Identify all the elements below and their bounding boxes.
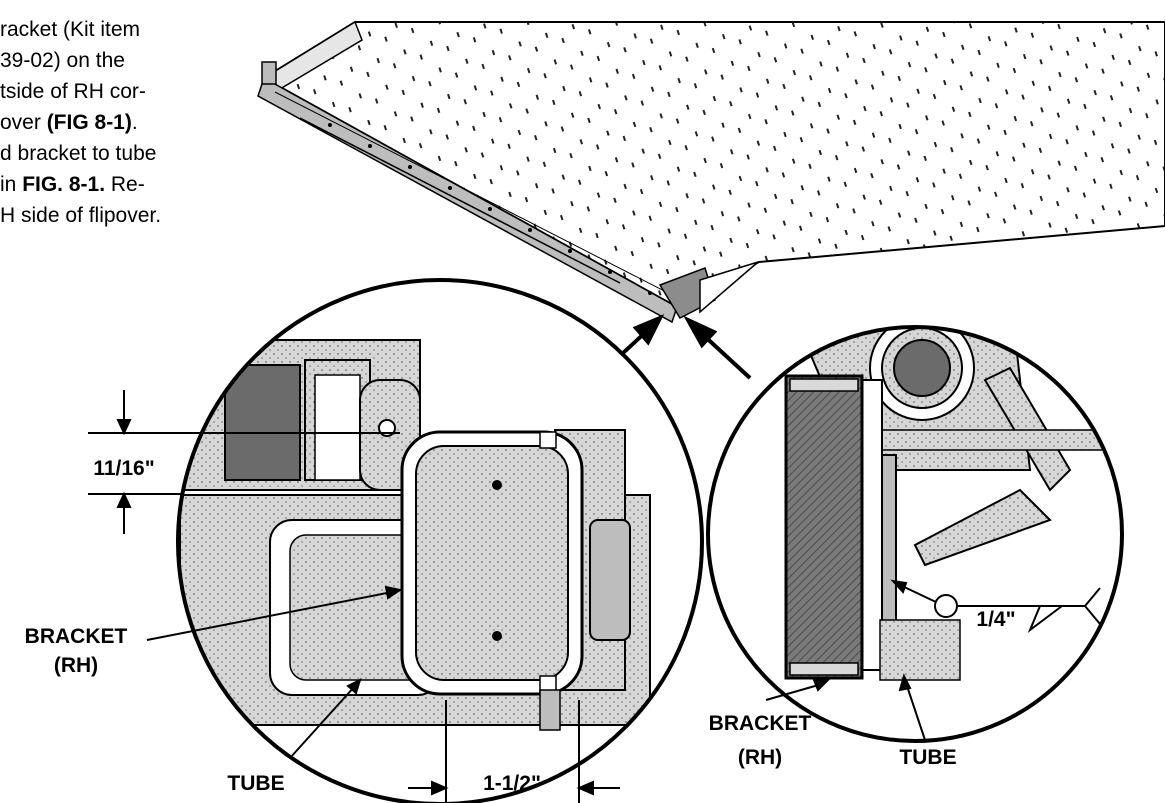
weld-symbol	[890, 579, 1101, 633]
bracket-label-right: BRACKET	[709, 712, 812, 735]
right-detail	[708, 327, 1122, 741]
dimension-label-11-16: 11/16"	[93, 457, 154, 480]
tube-label-left: TUBE	[227, 772, 284, 795]
instruction-line-1: racket (Kit item	[0, 18, 141, 41]
instruction-line-6-text: in	[0, 173, 23, 196]
instruction-line-4: over (FIG 8-1).	[0, 107, 250, 138]
fig-reference: (FIG 8-1)	[46, 111, 132, 134]
bracket-rh-label-right: (RH)	[738, 746, 782, 769]
bracket-rh-edge	[784, 374, 864, 680]
instruction-line-3: tside of RH cor-	[0, 80, 146, 103]
right-detail-circle	[706, 325, 1124, 743]
instruction-text: racket (Kit item 39-02) on the tside of …	[0, 14, 250, 231]
leader-lines-left	[146, 585, 403, 759]
instruction-line-7: H side of flipover.	[0, 204, 162, 227]
left-detail-circle	[176, 278, 704, 803]
instruction-line-4-text: over	[0, 111, 47, 134]
bracket-rh-plate	[400, 430, 584, 696]
instruction-line-4-end: .	[131, 111, 138, 134]
plate-edge-holes	[328, 123, 652, 295]
fig-reference-2: FIG. 8-1.	[22, 173, 106, 196]
dimension-label-1-1-2: 1-1/2"	[483, 772, 541, 795]
bracket-rh-label-left: (RH)	[54, 654, 98, 677]
dimension-1-1-2	[408, 700, 620, 803]
instruction-line-6: in FIG. 8-1. Re-	[0, 169, 250, 200]
flipover-plate	[257, 20, 1165, 324]
weld-size-label: 1/4"	[976, 608, 1015, 631]
instruction-line-5: d bracket to tube	[0, 142, 157, 165]
tube-label-right: TUBE	[899, 746, 956, 769]
bracket-label-left: BRACKET	[25, 625, 128, 648]
leader-lines-right	[765, 673, 926, 741]
dimension-11-16	[88, 390, 400, 534]
instruction-line-2: 39-02) on the	[0, 49, 125, 72]
instruction-line-6-end: Re-	[105, 173, 145, 196]
left-detail	[178, 280, 702, 803]
